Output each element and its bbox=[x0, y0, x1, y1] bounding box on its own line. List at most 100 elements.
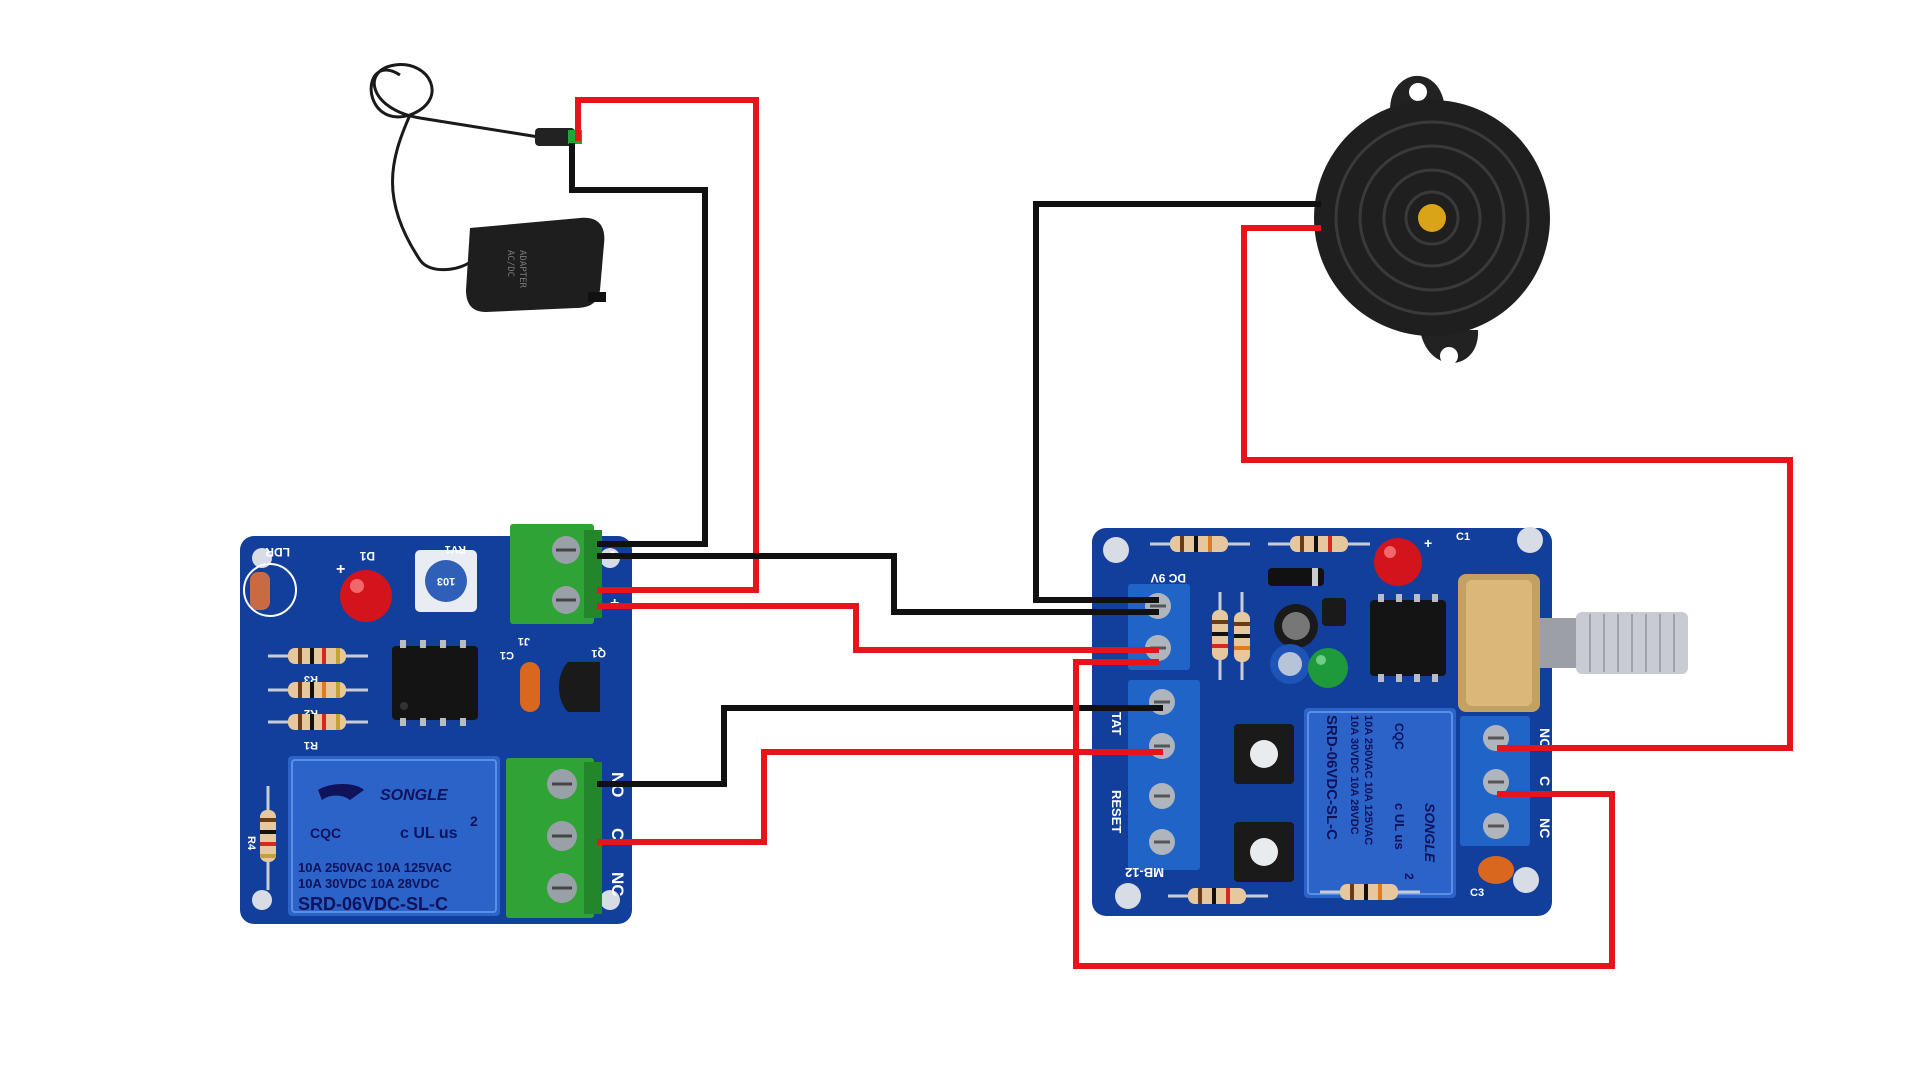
relay-num: 2 bbox=[470, 813, 478, 829]
timer-relay-ul: c UL us bbox=[1392, 803, 1407, 850]
ldr-relay: SONGLE CQC c UL us 2 10A 250VAC 10A 125V… bbox=[288, 756, 500, 916]
wire-relay-c bbox=[597, 749, 1163, 845]
buzzer-bottom-hole bbox=[1440, 347, 1458, 365]
wire-buzzer-negative bbox=[1033, 201, 1321, 603]
timer-resistor-top-1 bbox=[1150, 536, 1250, 552]
timer-diode bbox=[1268, 568, 1324, 586]
timer-resistor-bottom-1 bbox=[1168, 888, 1268, 904]
timer-board: + C1 DC 9V TAT RESET bbox=[1092, 527, 1688, 916]
relay-logo bbox=[318, 784, 364, 800]
relay-ul: c UL us bbox=[400, 825, 458, 842]
silk-led-plus: + bbox=[336, 561, 345, 578]
relay-rating-2: 10A 30VDC 10A 28VDC bbox=[298, 876, 440, 891]
timer-cap-blue-top bbox=[1278, 652, 1302, 676]
timer-red-led-shine bbox=[1384, 546, 1396, 558]
wire-relay-no bbox=[597, 705, 1163, 787]
timer-silk-reset: RESET bbox=[1109, 790, 1124, 833]
resistor-r1 bbox=[268, 714, 368, 730]
timer-hole-br bbox=[1513, 867, 1539, 893]
ldr-terminal-label-c: C bbox=[608, 828, 627, 840]
wire-adapter-positive bbox=[575, 97, 759, 593]
ldr-relay-terminal bbox=[506, 758, 602, 918]
resistor-r4 bbox=[260, 786, 276, 890]
timer-relay: SONGLE CQC c UL us 2 10A 250VAC 10A 125V… bbox=[1304, 708, 1456, 898]
buzzer-center bbox=[1418, 204, 1446, 232]
adapter-label-2: AC/DC bbox=[505, 250, 515, 277]
buzzer-ring-1 bbox=[1334, 120, 1530, 316]
transistor-q1 bbox=[559, 662, 600, 712]
ldr-sensor-board: LDR D1 + 103 RV1 R3 R2 bbox=[240, 524, 632, 924]
resistor-r3 bbox=[268, 648, 368, 664]
wire-adapter-negative bbox=[569, 143, 708, 547]
wire-buzzer-positive bbox=[1241, 225, 1793, 751]
timer-resistor-v-1 bbox=[1212, 592, 1228, 680]
buzzer-ring-4 bbox=[1404, 190, 1460, 246]
timer-hole-bl bbox=[1115, 883, 1141, 909]
resistor-r2 bbox=[268, 682, 368, 698]
timer-silk-plus: + bbox=[1424, 535, 1432, 551]
timer-relay-num: 2 bbox=[1402, 873, 1416, 880]
mount-hole-tl bbox=[252, 548, 272, 568]
timer-resistor-bottom-2 bbox=[1320, 884, 1420, 900]
timer-red-led bbox=[1374, 538, 1422, 586]
silk-c1: C1 bbox=[500, 649, 514, 661]
capacitor-c1 bbox=[520, 662, 540, 712]
wire-timer-loop bbox=[1073, 659, 1615, 969]
timer-transistor bbox=[1322, 598, 1346, 626]
trim-pot-marking: 103 bbox=[437, 575, 455, 587]
silk-j1: J1 bbox=[518, 635, 530, 647]
timer-capacitor-c3 bbox=[1478, 856, 1514, 884]
silk-r4: R4 bbox=[245, 836, 257, 851]
timer-output-terminal bbox=[1460, 716, 1530, 846]
silk-rv1: RV1 bbox=[445, 543, 466, 555]
timer-potentiometer bbox=[1458, 574, 1688, 712]
buzzer-top-hole bbox=[1409, 83, 1427, 101]
ldr-component bbox=[250, 572, 270, 610]
timer-input-terminal bbox=[1128, 680, 1200, 870]
relay-rating-1: 10A 250VAC 10A 125VAC bbox=[298, 860, 453, 875]
timer-resistor-v-2 bbox=[1234, 592, 1250, 680]
piezo-buzzer bbox=[1314, 75, 1550, 365]
ic-pins bbox=[400, 640, 466, 726]
timer-pushbutton-1 bbox=[1234, 724, 1294, 784]
red-led-shine bbox=[350, 579, 364, 593]
ic-notch bbox=[400, 702, 408, 710]
ldr-terminal-label-nc: NC bbox=[608, 872, 627, 897]
timer-resistor-top-2 bbox=[1268, 536, 1370, 552]
timer-silk-dc: DC 9V bbox=[1151, 571, 1186, 585]
buzzer-ring-2 bbox=[1358, 144, 1506, 292]
wires bbox=[569, 97, 1793, 969]
silk-q1: Q1 bbox=[591, 647, 606, 659]
timer-diode-band bbox=[1312, 568, 1318, 586]
mount-hole-br bbox=[600, 890, 620, 910]
mount-hole-bl bbox=[252, 890, 272, 910]
timer-relay-rating-1: 10A 250VAC 10A 125VAC bbox=[1362, 715, 1374, 845]
timer-terminal-label-nc: NC bbox=[1537, 818, 1553, 838]
silk-ldr: LDR bbox=[265, 545, 290, 559]
adapter-body bbox=[466, 217, 605, 312]
ldr-silk-outline bbox=[243, 563, 297, 617]
timer-silk-tat: TAT bbox=[1109, 712, 1124, 735]
wire-dc-negative bbox=[597, 553, 1159, 615]
timer-relay-cert: CQC bbox=[1392, 723, 1406, 750]
silk-r1: R1 bbox=[304, 739, 318, 751]
adapter-pin bbox=[588, 292, 606, 302]
buzzer-ring-3 bbox=[1382, 168, 1482, 268]
red-led bbox=[340, 570, 392, 622]
ldr-power-terminal bbox=[510, 524, 602, 624]
timer-silk-c1: C1 bbox=[1456, 531, 1470, 543]
silk-j1-minus: - bbox=[610, 543, 615, 560]
timer-ic bbox=[1370, 600, 1446, 676]
timer-ic-pins bbox=[1378, 594, 1438, 682]
timer-hole-tl bbox=[1103, 537, 1129, 563]
timer-terminal-label-c: C bbox=[1537, 776, 1553, 786]
wire-dc-positive bbox=[597, 603, 1159, 653]
silk-d1: D1 bbox=[359, 549, 375, 563]
ic-chip bbox=[392, 646, 478, 720]
adapter-label-1: ADAPTER bbox=[517, 250, 527, 289]
timer-green-led-shine bbox=[1316, 655, 1326, 665]
timer-silk-c3: C3 bbox=[1470, 887, 1484, 899]
timer-green-led bbox=[1308, 648, 1348, 688]
timer-cap-black-top bbox=[1282, 612, 1310, 640]
